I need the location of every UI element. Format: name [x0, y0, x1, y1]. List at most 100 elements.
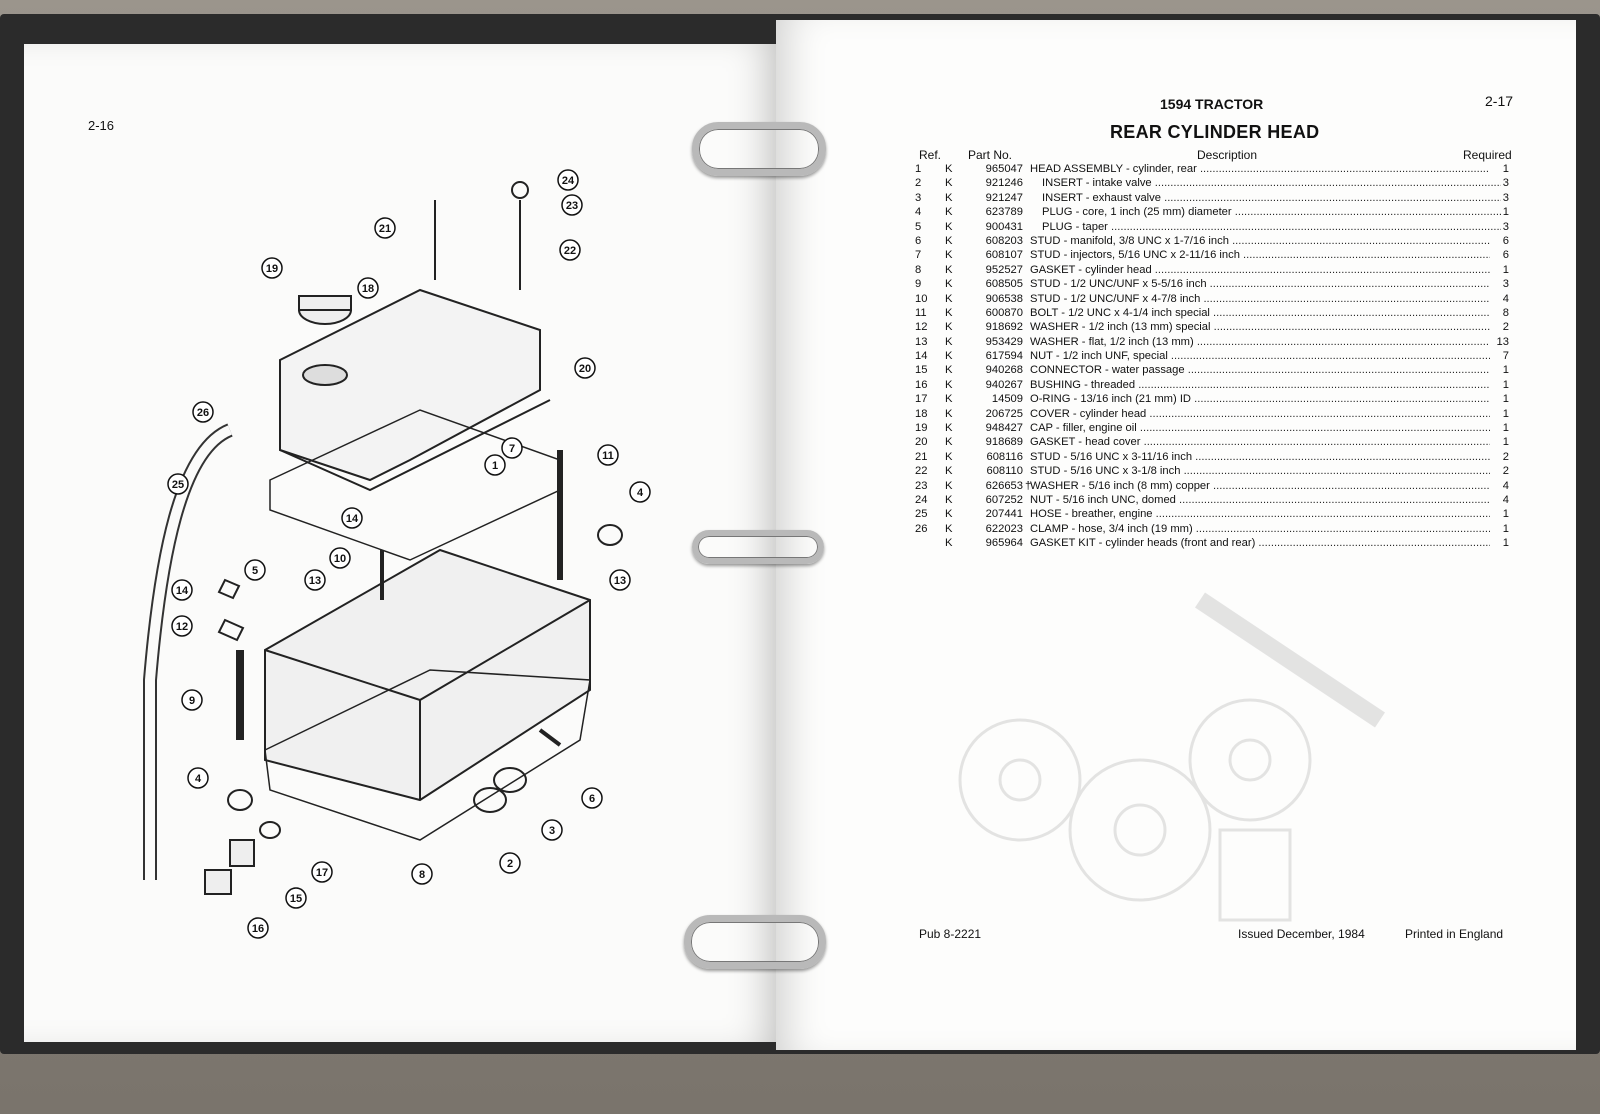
part-number: 608116	[986, 450, 1023, 463]
part-ref: 20	[915, 436, 928, 449]
part-ref: 19	[915, 422, 928, 435]
part-description: WASHER - flat, 1/2 inch (13 mm)	[1030, 335, 1490, 349]
part-ref: 11	[915, 306, 927, 319]
part-description: PLUG - taper	[1030, 220, 1502, 234]
part-number: 608505	[985, 278, 1023, 291]
part-number: 14509	[991, 393, 1023, 406]
part-number: 608203	[985, 234, 1023, 247]
callout-20: 20	[574, 357, 596, 379]
part-description: STUD - 5/16 UNC x 3-1/8 inch	[1030, 464, 1490, 478]
callout-2: 2	[499, 852, 521, 874]
part-required: 1	[1500, 262, 1509, 278]
svg-text:24: 24	[562, 175, 575, 187]
part-code: K	[945, 321, 953, 334]
part-required: 8	[1500, 305, 1509, 321]
part-number: 948427	[985, 422, 1023, 435]
svg-text:11: 11	[602, 450, 614, 462]
part-number: 940267	[985, 378, 1023, 391]
part-ref: 1	[915, 163, 922, 175]
callout-9: 9	[181, 689, 203, 711]
part-description: GASKET KIT - cylinder heads (front and r…	[1030, 536, 1490, 550]
part-description: HOSE - breather, engine	[1030, 507, 1490, 521]
svg-text:14: 14	[346, 513, 359, 525]
part-number: 918689	[985, 436, 1023, 449]
footer-printed: Printed in England	[1405, 927, 1504, 941]
callout-14b: 14	[171, 579, 193, 601]
part-required: 1	[1500, 377, 1509, 393]
callout-23: 23	[561, 194, 583, 216]
col-header-required: Required	[1463, 148, 1512, 162]
part-code: K	[945, 206, 953, 219]
part-ref: 17	[915, 393, 928, 406]
part-number: 953429	[985, 335, 1023, 348]
svg-text:12: 12	[176, 621, 188, 633]
part-description: NUT - 5/16 inch UNC, domed	[1030, 493, 1490, 507]
callout-3: 3	[541, 819, 563, 841]
part-required: 13	[1494, 334, 1509, 350]
part-code: K	[945, 508, 953, 521]
part-ref: 6	[915, 234, 922, 247]
part-ref: 2	[915, 177, 922, 190]
footer-pub: Pub 8-2221	[919, 927, 982, 941]
part-description: WASHER - 5/16 inch (8 mm) copper	[1030, 479, 1490, 493]
part-code: K	[945, 163, 953, 175]
part-number: 940268	[985, 364, 1023, 377]
part-description: NUT - 1/2 inch UNF, special	[1030, 349, 1490, 363]
right-page-number: 2-17	[1485, 93, 1514, 109]
ghost-diagram	[958, 592, 1385, 922]
svg-text:9: 9	[189, 695, 195, 707]
part-code: K	[945, 263, 953, 276]
part-number: 623789	[985, 206, 1023, 219]
callout-1: 1	[484, 454, 506, 476]
part-required: 3	[1500, 219, 1509, 234]
part-required: 3	[1500, 176, 1509, 191]
callout-26: 26	[192, 401, 214, 423]
svg-text:8: 8	[419, 869, 425, 881]
callout-25: 25	[167, 473, 189, 495]
svg-text:4: 4	[195, 773, 202, 785]
part-number: 608110	[986, 465, 1023, 478]
part-code: K	[945, 292, 953, 305]
svg-text:15: 15	[290, 893, 302, 905]
part-required: 3	[1500, 190, 1509, 206]
part-number: 607252	[985, 493, 1023, 506]
cylinder-head	[264, 548, 591, 802]
part-number: 622023	[985, 522, 1023, 535]
part-required: 2	[1500, 449, 1509, 465]
part-required: 1	[1500, 421, 1509, 436]
part-code: K	[945, 537, 953, 550]
part-number: 600870	[985, 306, 1023, 319]
callout-4a: 4	[629, 481, 651, 503]
part-required: 1	[1500, 536, 1509, 551]
part-code: K	[945, 393, 953, 406]
part-required: 1	[1500, 521, 1509, 537]
part-required: 2	[1500, 320, 1509, 335]
left-page-number: 2-16	[88, 118, 115, 133]
part-number: 906538	[985, 292, 1023, 305]
part-number: 900431	[985, 220, 1023, 233]
part-description: STUD - 1/2 UNC/UNF x 4-7/8 inch	[1030, 292, 1490, 306]
part-code: K	[945, 493, 953, 506]
svg-text:17: 17	[316, 867, 328, 879]
callout-16: 16	[247, 917, 269, 939]
callout-19: 19	[261, 257, 283, 279]
part-description: COVER - cylinder head	[1030, 407, 1490, 421]
breather-hose	[143, 423, 234, 880]
part-ref: 10	[915, 292, 928, 305]
part-number: 617594	[985, 350, 1023, 363]
part-code: K	[945, 450, 953, 463]
part-code: K	[945, 422, 953, 435]
part-required: 1	[1500, 363, 1509, 378]
part-ref: 9	[915, 278, 922, 291]
